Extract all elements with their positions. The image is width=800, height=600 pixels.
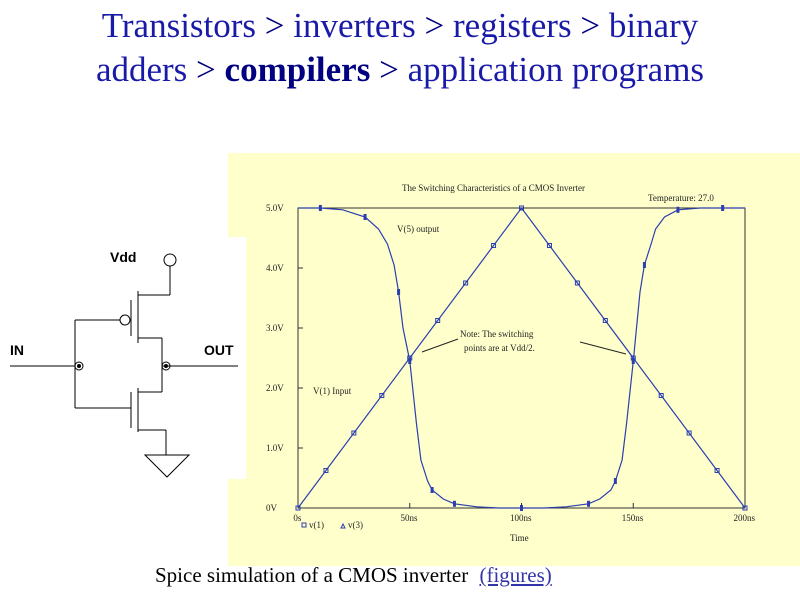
- point-marker: [602, 318, 608, 323]
- x-tick-label: 150ns: [622, 513, 644, 523]
- x-tick-label: 50ns: [401, 513, 419, 523]
- input-annotation: V(1) Input: [313, 386, 352, 396]
- point-marker: [452, 500, 456, 507]
- output-node: [161, 361, 171, 371]
- title-line-2: adders > compilers > application program…: [0, 48, 800, 92]
- note-annotation-line-1: Note: The switching: [460, 329, 534, 339]
- point-marker: [546, 243, 552, 248]
- legend-entry: v(1): [309, 520, 324, 530]
- title-word-emphasis: compilers: [224, 50, 371, 89]
- point-marker: [463, 280, 469, 286]
- point-marker: [295, 505, 301, 511]
- y-tick-label: 3.0V: [266, 323, 284, 333]
- point-marker: [686, 430, 692, 436]
- simulation-panel: [228, 153, 800, 566]
- input-node-dot: [77, 364, 81, 368]
- point-marker: [658, 393, 664, 398]
- in-label: IN: [10, 342, 24, 358]
- temperature-label: Temperature: 27.0: [648, 193, 714, 203]
- y-tick-label: 5.0V: [266, 203, 284, 213]
- point-marker: [435, 318, 441, 323]
- vdd-terminal: [163, 253, 177, 267]
- point-marker: [631, 358, 635, 364]
- title-separator: >: [424, 6, 445, 45]
- caption: Spice simulation of a CMOS inverter (fig…: [155, 563, 552, 588]
- title-separator: >: [379, 50, 399, 89]
- legend-marker-square: [301, 522, 307, 528]
- title-word: application programs: [407, 50, 705, 89]
- point-marker: [714, 468, 720, 473]
- x-tick-label: 100ns: [510, 513, 532, 523]
- output-annotation: V(5) output: [397, 224, 440, 234]
- title-word: registers: [453, 6, 572, 45]
- out-label: OUT: [204, 342, 234, 358]
- legend-entry: v(3): [348, 520, 363, 530]
- chart-title: The Switching Characteristics of a CMOS …: [402, 183, 585, 193]
- title-word: inverters: [293, 6, 416, 45]
- point-marker: [318, 205, 322, 211]
- y-axis: 0V 1.0V 2.0V 3.0V 4.0V 5.0V: [266, 203, 303, 513]
- point-marker: [491, 243, 497, 248]
- switching-chart: The Switching Characteristics of a CMOS …: [266, 183, 756, 543]
- series-layer: [295, 205, 748, 511]
- note-annotation-line-2: points are at Vdd/2.: [464, 343, 535, 353]
- point-marker: [642, 262, 646, 268]
- y-tick-label: 1.0V: [266, 443, 284, 453]
- point-marker: [613, 478, 617, 484]
- ground-symbol: [143, 454, 191, 478]
- title-word: Transistors: [101, 6, 257, 45]
- plot-frame: [297, 207, 746, 509]
- point-marker: [323, 468, 329, 473]
- title-separator: >: [196, 50, 216, 89]
- point-marker: [742, 505, 748, 511]
- point-marker: [430, 487, 434, 493]
- y-tick-label: 2.0V: [266, 383, 284, 393]
- cmos-inverter-schematic: [10, 253, 238, 478]
- point-marker: [676, 206, 680, 213]
- x-tick-label: 200ns: [734, 513, 756, 523]
- y-tick-label: 0V: [266, 503, 278, 513]
- vdd-label: Vdd: [110, 249, 136, 265]
- output-node-dot: [164, 364, 168, 368]
- title-line-1: Transistors > inverters > registers > bi…: [0, 4, 800, 48]
- point-marker: [721, 205, 725, 211]
- point-marker: [379, 393, 385, 398]
- x-tick-label: 0s: [293, 513, 302, 523]
- note-arrow-left: [421, 338, 459, 353]
- input-node: [74, 361, 84, 371]
- point-marker: [587, 500, 591, 507]
- point-marker: [397, 289, 401, 295]
- pmos-gate-bubble: [119, 314, 131, 326]
- point-marker: [408, 358, 412, 364]
- series-line-v(1): [297, 206, 746, 509]
- point-marker: [520, 505, 523, 511]
- point-marker: [519, 205, 524, 211]
- title-word: adders: [95, 50, 188, 89]
- legend: v(1) v(3): [301, 520, 363, 530]
- title-separator: >: [580, 6, 601, 45]
- legend-marker-triangle: [340, 522, 346, 529]
- title-word: binary: [608, 6, 699, 45]
- point-marker: [574, 280, 580, 286]
- note-arrow-right: [579, 341, 627, 355]
- x-axis-label: Time: [510, 533, 529, 543]
- point-marker: [363, 214, 367, 220]
- slide-title: Transistors > inverters > registers > bi…: [0, 4, 800, 92]
- figures-link[interactable]: (figures): [479, 563, 552, 587]
- caption-text: Spice simulation of a CMOS inverter: [155, 563, 469, 587]
- series-line-v(5): [298, 207, 745, 509]
- y-tick-label: 4.0V: [266, 263, 284, 273]
- title-separator: >: [264, 6, 285, 45]
- point-marker: [351, 430, 357, 436]
- circuit-background: [0, 237, 246, 479]
